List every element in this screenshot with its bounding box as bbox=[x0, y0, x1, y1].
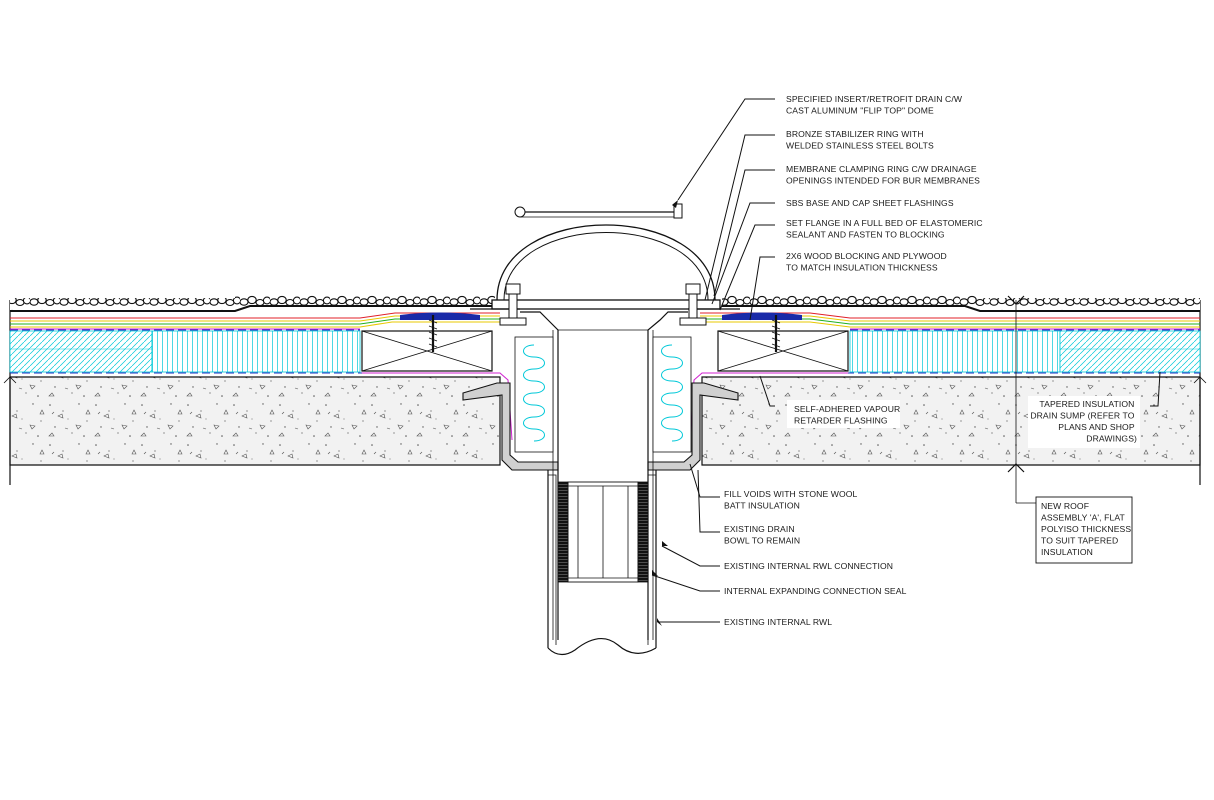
label-stabilizer-ring: BRONZE STABILIZER RING WITH WELDED STAIN… bbox=[786, 129, 934, 151]
label-roof-assembly: NEW ROOF ASSEMBLY 'A', FLAT POLYISO THIC… bbox=[1035, 496, 1134, 564]
label-clamping-ring: MEMBRANE CLAMPING RING C/W DRAINAGE OPEN… bbox=[786, 164, 980, 186]
label-drain-sump: TAPERED INSULATION DRAIN SUMP (REFER TO … bbox=[1028, 396, 1140, 448]
callout-labels: SPECIFIED INSERT/RETROFIT DRAIN C/W CAST… bbox=[724, 94, 1140, 627]
stabilizer-bolts bbox=[499, 283, 707, 326]
level-markers bbox=[1007, 295, 1036, 504]
stone-wool-insulation bbox=[514, 336, 692, 453]
drain-body bbox=[428, 203, 781, 656]
svg-text:NEW ROOF ASSEMBLY 'A',: NEW ROOF ASSEMBLY 'A', FLAT POLYISO THIC… bbox=[1041, 501, 1134, 557]
roof-membranes bbox=[10, 312, 1200, 441]
leader-lines bbox=[651, 98, 1161, 626]
fastener-screws bbox=[428, 315, 781, 352]
concrete-deck bbox=[3, 300, 1207, 485]
gravel-ballast bbox=[10, 294, 1200, 312]
svg-text:TAPERED INSULATION DRA: TAPERED INSULATION DRAIN SUMP (REFER TO … bbox=[1030, 399, 1137, 444]
label-wood-blocking: 2X6 WOOD BLOCKING AND PLYWOOD TO MATCH I… bbox=[786, 251, 949, 273]
flip-top-dome bbox=[496, 203, 716, 301]
label-connection-seal: INTERNAL EXPANDING CONNECTION SEAL bbox=[724, 586, 907, 596]
label-vapour-retarder: SELF-ADHERED VAPOUR RETARDER FLASHING bbox=[787, 400, 903, 428]
wood-blocking bbox=[361, 330, 849, 372]
label-drain: SPECIFIED INSERT/RETROFIT DRAIN C/W CAST… bbox=[786, 94, 965, 116]
label-rwl-connection: EXISTING INTERNAL RWL CONNECTION bbox=[724, 561, 893, 571]
label-drain-bowl: EXISTING DRAIN BOWL TO REMAIN bbox=[724, 524, 800, 546]
svg-text:SELF-ADHERED VAPOUR RE: SELF-ADHERED VAPOUR RETARDER FLASHING bbox=[794, 404, 903, 426]
label-flashings: SBS BASE AND CAP SHEET FLASHINGS bbox=[786, 198, 954, 208]
expanding-connection-seal bbox=[557, 481, 649, 583]
polyiso-insulation bbox=[9, 330, 1201, 373]
label-flange: SET FLANGE IN A FULL BED OF ELASTOMERIC … bbox=[786, 218, 985, 240]
label-fill-voids: FILL VOIDS WITH STONE WOOL BATT INSULATI… bbox=[724, 489, 860, 511]
label-internal-rwl: EXISTING INTERNAL RWL bbox=[724, 617, 832, 627]
